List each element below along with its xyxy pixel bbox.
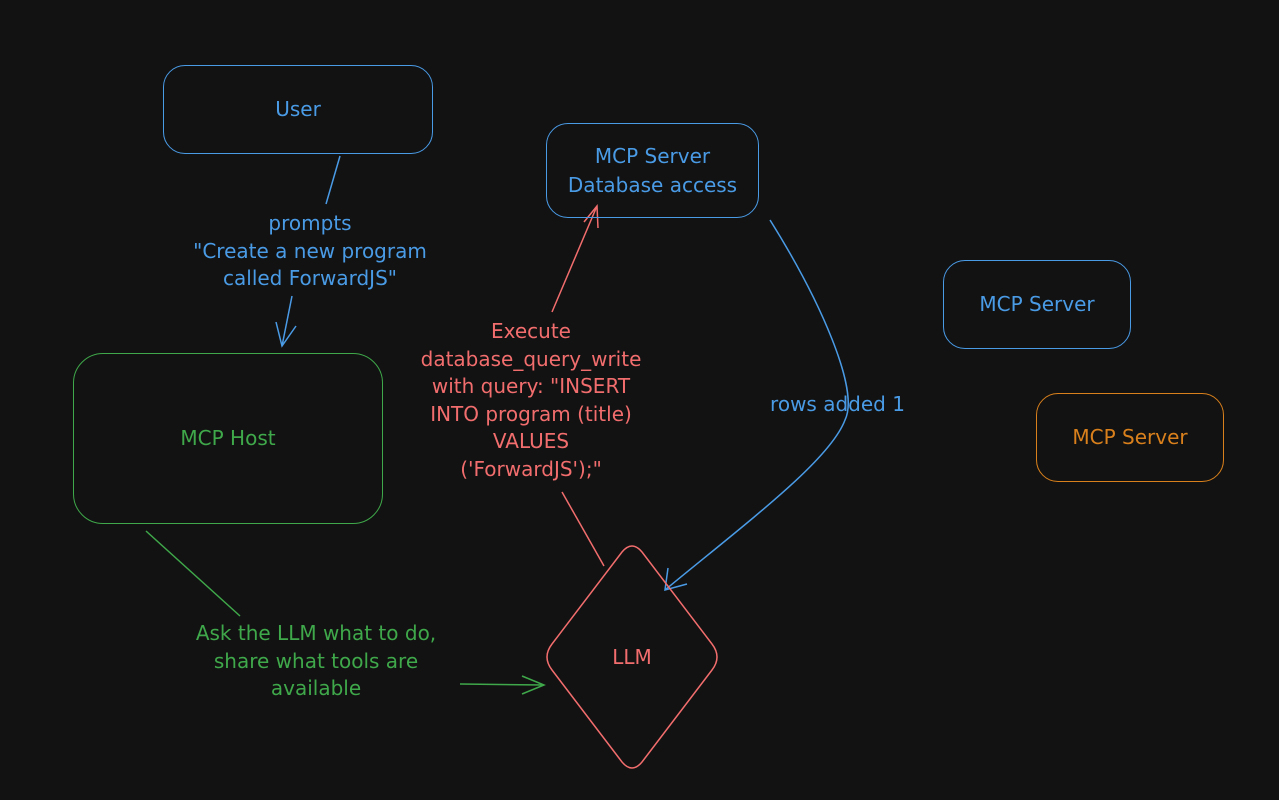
server-to-llm-arrowhead (664, 567, 688, 592)
host-to-llm-line-lower (459, 683, 545, 686)
ask-llm-edge-label: Ask the LLM what to do, share what tools… (195, 621, 437, 700)
llm-to-server-line-upper (551, 205, 598, 313)
llm-to-server-line-lower (561, 491, 605, 567)
host-to-llm-line (145, 530, 241, 617)
server-to-llm-curve (664, 219, 849, 591)
user-node[interactable]: User (163, 65, 433, 154)
user-to-host-arrow-line-lower (281, 295, 293, 347)
user-to-host-arrowhead (275, 321, 297, 348)
llm-diamond-shape (546, 545, 718, 769)
mcp-server-database-node[interactable]: MCP Server Database access (546, 123, 759, 218)
user-to-host-arrow-line (325, 155, 341, 205)
mcp-server-node[interactable]: MCP Server (943, 260, 1131, 349)
llm-node-label[interactable]: LLM (612, 645, 652, 669)
host-to-llm-arrowhead (521, 675, 546, 695)
execute-query-edge-label: Execute database_query_write with query:… (420, 319, 642, 481)
rows-added-edge-label: rows added 1 (770, 392, 905, 416)
mcp-server-orange-node[interactable]: MCP Server (1036, 393, 1224, 482)
mcp-host-node[interactable]: MCP Host (73, 353, 383, 524)
prompts-edge-label: prompts "Create a new program called For… (193, 211, 427, 290)
llm-to-server-arrowhead (583, 203, 599, 229)
